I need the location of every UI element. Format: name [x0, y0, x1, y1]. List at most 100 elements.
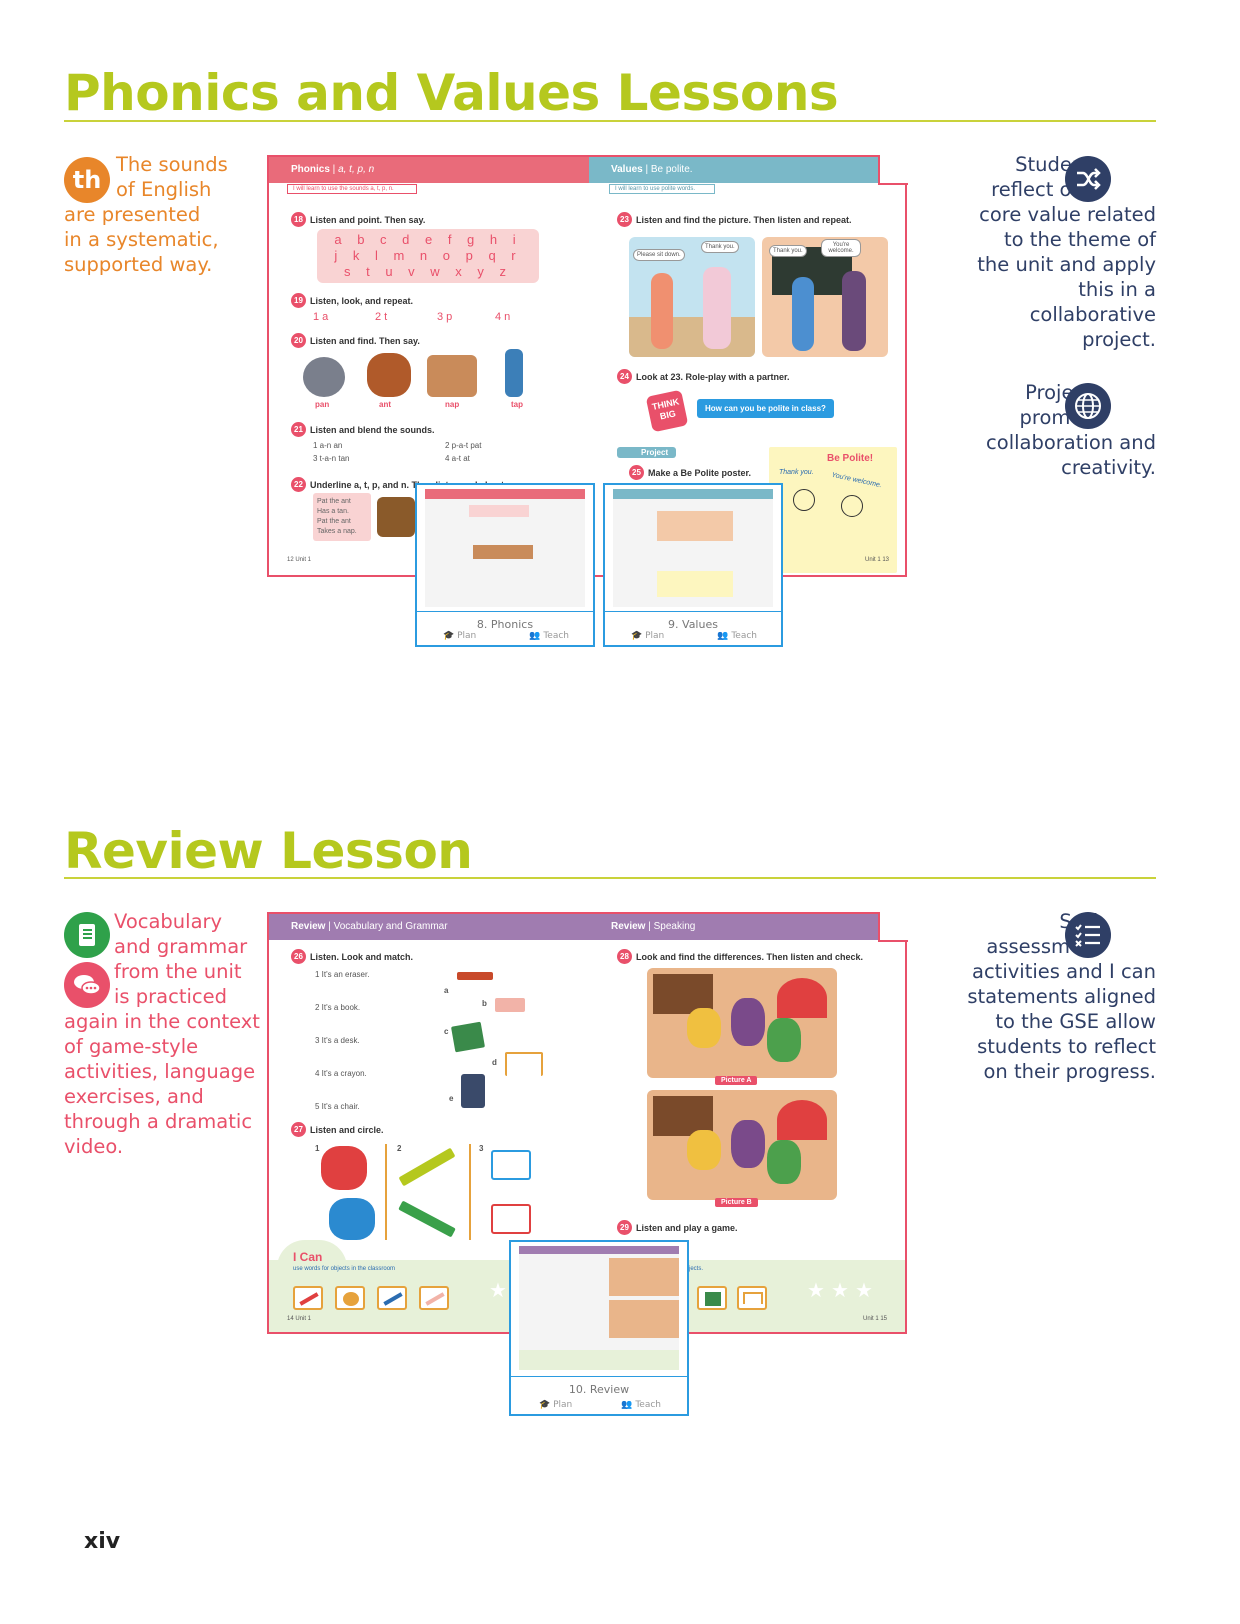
plan-link[interactable]: 🎓 Plan	[539, 1400, 573, 1410]
phonics-header: Phonics | a, t, p, n	[269, 157, 589, 183]
act19-item: 2 t	[375, 311, 388, 323]
blend-row: 2 p-a-t pat	[445, 441, 482, 450]
star-icon[interactable]: ★	[489, 1280, 507, 1302]
shuffle-icon	[1065, 156, 1111, 202]
review-description: Vocabulary and grammar from the unit is …	[64, 910, 260, 1158]
speech-bubbles-icon	[64, 962, 110, 1008]
scene-b-image	[762, 237, 888, 357]
thumbnail-preview	[425, 489, 585, 607]
match-letter: d	[492, 1058, 497, 1067]
match-item: 3 It's a desk.	[315, 1036, 360, 1045]
match-letter: e	[449, 1094, 454, 1103]
review-vocab-header: Review | Vocabulary and Grammar	[269, 914, 589, 940]
i-can-statement: use words for objects in the classroom	[293, 1266, 396, 1272]
title-rule	[64, 877, 1156, 879]
page-footer-left: 14 Unit 1	[287, 1316, 312, 1322]
values-description: Students reflect on a core value related…	[977, 153, 1156, 351]
star-icon[interactable]: ★	[807, 1280, 825, 1302]
chair-image	[461, 1074, 485, 1108]
green-ruler-image	[398, 1200, 456, 1238]
act19-item: 1 a	[313, 311, 329, 323]
review-speaking-header: Review | Speaking	[589, 914, 905, 940]
thumbnail-label: 9. Values	[605, 611, 781, 631]
people-icon: 👥	[717, 631, 729, 641]
circle-num: 2	[397, 1144, 402, 1153]
thumbnail-preview	[613, 489, 773, 607]
speech-bubble: Thank you.	[769, 245, 807, 257]
thumbnail-values[interactable]: 9. Values 🎓 Plan 👥 Teach	[603, 483, 783, 647]
thumbnail-label: 10. Review	[511, 1376, 687, 1396]
teach-link[interactable]: 👥 Teach	[621, 1400, 661, 1410]
act19-item: 4 n	[495, 311, 511, 323]
circle-num: 3	[479, 1144, 484, 1153]
match-item: 4 It's a crayon.	[315, 1069, 367, 1078]
thumbnail-review[interactable]: 10. Review 🎓 Plan 👥 Teach	[509, 1240, 689, 1416]
i-can-statement-right: jects.	[689, 1266, 704, 1272]
speech-bubble: You're welcome.	[821, 239, 861, 257]
i-can-check-box[interactable]	[335, 1286, 365, 1310]
match-letter: b	[482, 999, 487, 1008]
people-icon: 👥	[621, 1400, 633, 1410]
star-icon[interactable]: ★	[855, 1280, 873, 1302]
word-label: tap	[511, 400, 523, 409]
book-image	[450, 1021, 486, 1053]
match-item: 5 It's a chair.	[315, 1102, 360, 1111]
page-footer-right: Unit 1 15	[863, 1316, 888, 1322]
desk-image	[505, 1052, 543, 1076]
i-can-check-box[interactable]	[419, 1286, 449, 1310]
thumbnail-phonics[interactable]: 8. Phonics 🎓 Plan 👥 Teach	[415, 483, 595, 647]
page-footer-right: Unit 1 13	[865, 557, 890, 563]
i-can-check-box[interactable]	[293, 1286, 323, 1310]
teach-link[interactable]: 👥 Teach	[717, 631, 757, 641]
self-assessment-description: Self- assessment activities and I can st…	[967, 910, 1156, 1083]
values-header: Values | Be polite.	[589, 157, 905, 183]
i-can-check-box[interactable]	[737, 1286, 767, 1310]
match-letter: c	[444, 1027, 449, 1036]
blend-row: 3 t-a-n tan	[313, 454, 350, 463]
nap-image	[427, 355, 477, 397]
word-label: pan	[315, 400, 330, 409]
phonics-description: The sounds of English are presented in a…	[64, 153, 228, 276]
graduation-cap-icon: 🎓	[539, 1400, 551, 1410]
i-can-title: I Can	[293, 1250, 323, 1264]
globe-icon	[1065, 383, 1111, 429]
yellow-ruler-image	[398, 1147, 456, 1187]
checklist-icon	[1065, 912, 1111, 958]
plan-link[interactable]: 🎓 Plan	[443, 631, 477, 641]
teach-link[interactable]: 👥 Teach	[529, 631, 569, 641]
section-title-phonics-values: Phonics and Values Lessons	[64, 64, 839, 122]
red-desk-chair-image	[491, 1204, 531, 1234]
page-footer-left: 12 Unit 1	[287, 557, 312, 563]
plan-link[interactable]: 🎓 Plan	[631, 631, 665, 641]
i-can-check-box[interactable]	[377, 1286, 407, 1310]
th-icon: th	[64, 157, 110, 203]
match-letter: a	[444, 986, 449, 995]
people-icon: 👥	[529, 631, 541, 641]
star-icon[interactable]: ★	[831, 1280, 849, 1302]
i-can-check-box[interactable]	[697, 1286, 727, 1310]
blue-backpack-image	[329, 1198, 375, 1240]
page-number: xiv	[84, 1529, 121, 1554]
graduation-cap-icon: 🎓	[631, 631, 643, 641]
picture-b-image	[647, 1090, 837, 1200]
ant-nap-image	[377, 497, 415, 537]
values-learn-goal: I will learn to use polite words.	[609, 184, 715, 194]
projects-description: Projects promote collaboration and creat…	[986, 381, 1156, 479]
blend-row: 4 a-t at	[445, 454, 470, 463]
word-label: nap	[445, 400, 460, 409]
graduation-cap-icon: 🎓	[443, 631, 455, 641]
title-rule	[64, 120, 1156, 122]
red-backpack-image	[321, 1146, 367, 1190]
phonics-learn-goal: I will learn to use the sounds a, t, p, …	[287, 184, 417, 194]
match-item: 1 It's an eraser.	[315, 970, 370, 979]
picture-a-label: Picture A	[715, 1076, 758, 1085]
